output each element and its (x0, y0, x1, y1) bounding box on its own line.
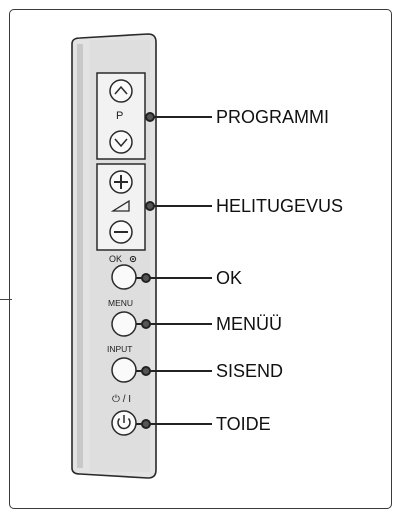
power-mark: ⏻ / I (112, 394, 132, 405)
label-power: TOIDE (216, 414, 271, 434)
input-button (111, 357, 137, 383)
label-menu: MENÜÜ (216, 314, 282, 334)
frame-edge-mark (0, 299, 12, 301)
label-input: SISEND (216, 361, 284, 381)
power-icon (117, 418, 131, 430)
ok-button (111, 264, 137, 290)
ok-dot-icon (129, 255, 137, 263)
label-volume: HELITUGEVUS (216, 196, 344, 216)
diagram-frame (9, 9, 392, 509)
program-letter: P (116, 110, 124, 122)
plus-icon (114, 175, 128, 189)
label-program: PROGRAMMI (216, 107, 330, 127)
volume-up-button (109, 170, 133, 194)
program-up-button (109, 79, 133, 103)
program-down-button (109, 130, 133, 154)
label-ok: OK (216, 268, 243, 288)
volume-ramp-icon (110, 199, 130, 212)
volume-down-button (109, 220, 133, 244)
chevron-up-icon (114, 85, 128, 95)
ok-mark: OK (109, 254, 123, 264)
chevron-down-icon (114, 138, 128, 148)
menu-button (111, 311, 137, 337)
menu-mark: MENU (108, 298, 134, 308)
input-mark: INPUT (107, 344, 133, 354)
power-button (111, 410, 137, 436)
